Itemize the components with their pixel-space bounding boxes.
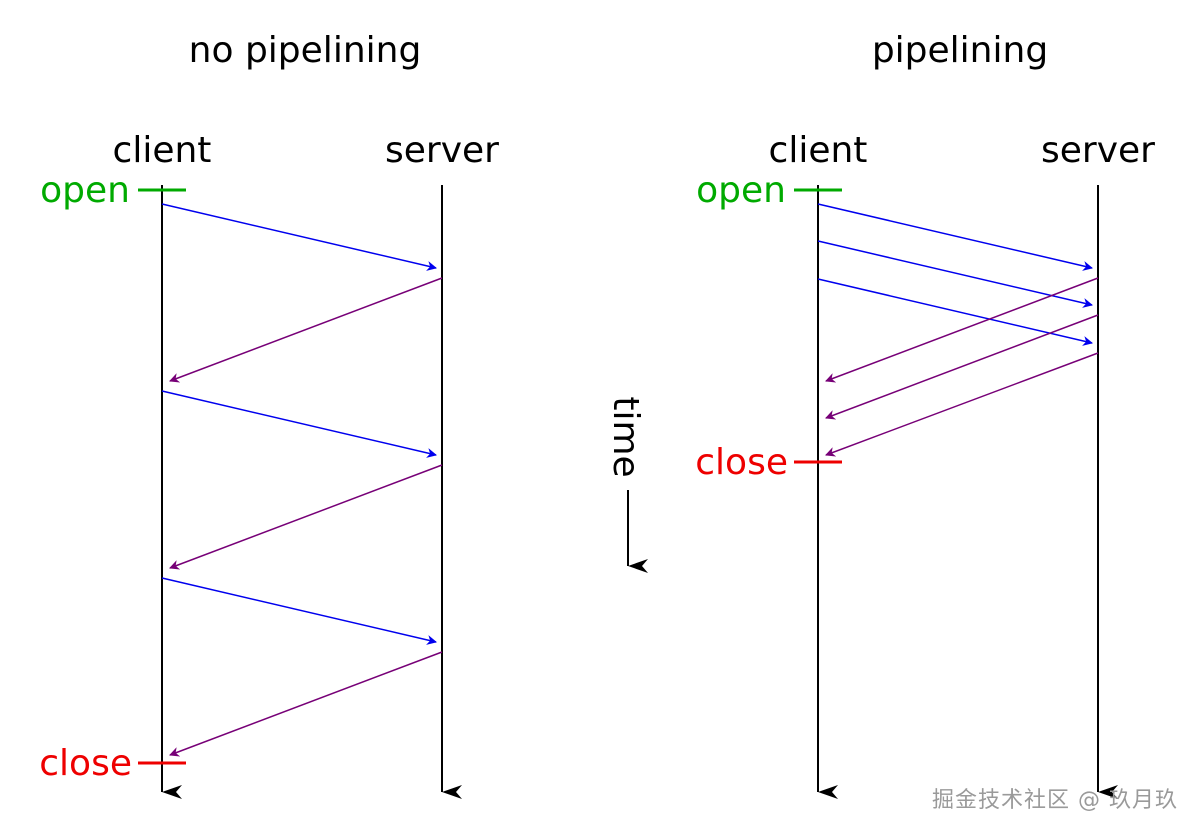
panel-title: no pipelining (189, 30, 422, 71)
open-label: open (40, 170, 130, 211)
response-arrow (825, 277, 1099, 383)
panel-no-pipelining: no pipelining client server open close (39, 30, 499, 799)
close-label: close (39, 743, 132, 784)
response-arrow (825, 352, 1099, 457)
request-arrow (817, 240, 1093, 308)
request-arrow (817, 278, 1093, 346)
close-label: close (695, 442, 788, 483)
server-label: server (385, 130, 499, 171)
time-label: time (605, 396, 646, 477)
response-arrow (169, 651, 443, 757)
open-label: open (696, 170, 786, 211)
response-arrow (825, 314, 1099, 420)
panel-title: pipelining (872, 30, 1048, 71)
client-label: client (113, 130, 212, 171)
watermark: 掘金技术社区 @ 玖月玖 (932, 788, 1178, 813)
request-arrow (161, 390, 437, 458)
panel-pipelining: pipelining client server open close (695, 30, 1155, 799)
time-axis: time (605, 396, 648, 573)
response-arrow (169, 277, 443, 383)
request-arrow (817, 203, 1093, 271)
request-arrow (161, 577, 437, 645)
response-arrow (169, 464, 443, 570)
client-label: client (769, 130, 868, 171)
request-arrow (161, 203, 437, 271)
server-label: server (1041, 130, 1155, 171)
